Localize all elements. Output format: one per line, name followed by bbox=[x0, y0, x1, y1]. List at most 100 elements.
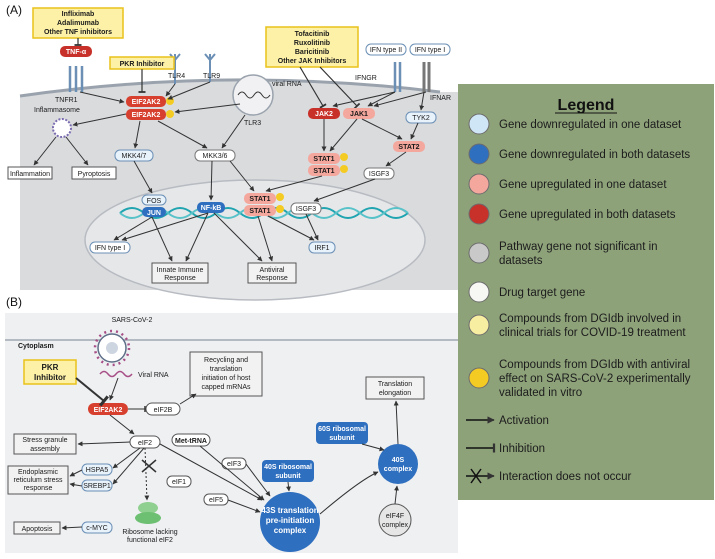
eif2-label: eIF2 bbox=[138, 440, 152, 447]
innate-response-node bbox=[151, 262, 209, 284]
legend-item-label: Gene downregulated in both datasets bbox=[499, 149, 690, 161]
jun-label: JUN bbox=[147, 210, 161, 217]
tlr9-receptor bbox=[204, 53, 216, 82]
legend-item-label: effect on SARS-CoV-2 experimentally bbox=[499, 373, 691, 385]
nfkb-label: NF-kB bbox=[201, 205, 222, 212]
mkk36-label: MKK3/6 bbox=[203, 153, 228, 160]
complex-43s-line-3: complex bbox=[274, 526, 307, 535]
s60-subunit-node bbox=[316, 422, 368, 444]
drug-other-jak: Other JAK Inhibitors bbox=[278, 58, 347, 65]
phospho-s2 bbox=[340, 165, 348, 173]
eif4f-node bbox=[378, 503, 412, 537]
legend-item: Drug target gene bbox=[468, 281, 585, 303]
jak1-label: JAK1 bbox=[350, 111, 368, 118]
ifn-type-ii-node bbox=[365, 43, 407, 56]
tyk2-label: TYK2 bbox=[412, 115, 430, 122]
apoptosis-node bbox=[13, 521, 61, 535]
recycling-line-3: initiation of host bbox=[202, 375, 251, 382]
ifn-type-i-label-top: IFN type I bbox=[415, 47, 445, 54]
legend-item-label: Drug target gene bbox=[499, 287, 585, 299]
recycling-line-1: Recycling and bbox=[204, 357, 248, 364]
eif1-node bbox=[166, 475, 192, 488]
jun-node bbox=[142, 207, 166, 217]
legend-item-label: Gene downregulated in one dataset bbox=[499, 119, 682, 131]
legend-item-label: Compounds from DGIdb with antiviral bbox=[499, 359, 690, 371]
tlr4-label: TLR4 bbox=[168, 73, 185, 80]
viral-rna-strand bbox=[237, 91, 271, 99]
legend-background bbox=[458, 84, 714, 500]
eif2ak2-node-b bbox=[88, 403, 128, 415]
s60-subunit-line-1: 60S ribosomal bbox=[318, 426, 366, 433]
met-trna-label: Met-tRNA bbox=[175, 438, 207, 445]
ifngr-label: IFNGR bbox=[355, 75, 377, 82]
eif1-label: eIF1 bbox=[172, 479, 186, 486]
eif3-label: eIF3 bbox=[227, 461, 241, 468]
tnf-drug-box bbox=[32, 7, 124, 39]
dark-blue-circle bbox=[468, 143, 490, 165]
legend-item: Compounds from DGIdb involved inclinical… bbox=[468, 313, 686, 339]
complex-43s-node bbox=[260, 492, 320, 552]
inflammasome-icon bbox=[52, 118, 72, 138]
met-trna-node bbox=[171, 433, 211, 447]
legend-item-label: Gene upregulated in one dataset bbox=[499, 179, 667, 191]
fos-label: FOS bbox=[147, 198, 162, 205]
ifn-type-i-node-bottom bbox=[89, 241, 131, 254]
endosome bbox=[232, 74, 274, 116]
drug-ruxolitinib: Ruxolitinib bbox=[294, 40, 330, 47]
tyk2-node bbox=[405, 111, 437, 124]
stat1-node-a bbox=[308, 153, 340, 164]
legend-item: Interaction does not occur bbox=[466, 468, 631, 484]
legend-title: Legend bbox=[558, 97, 615, 114]
antiviral-response-node bbox=[247, 262, 297, 284]
innate-response-line-2: Response bbox=[164, 275, 196, 282]
legend-item: Compounds from DGIdb with antiviral effec… bbox=[468, 359, 691, 399]
complex-40s-line-2: complex bbox=[384, 466, 413, 473]
legend-item-label: Compounds from DGIdb involved in bbox=[499, 313, 681, 325]
innate-response-line-1: Innate Immune bbox=[157, 267, 204, 274]
nfkb-node bbox=[197, 202, 225, 213]
white-circle bbox=[468, 281, 490, 303]
fos-node bbox=[141, 194, 167, 206]
sars-cov-2-label: SARS-CoV-2 bbox=[112, 317, 153, 324]
legend-item: Inhibition bbox=[466, 443, 545, 455]
eif5-label: eIF5 bbox=[209, 497, 223, 504]
er-stress-line-3: response bbox=[24, 485, 53, 492]
legend-item: Gene upregulated in one dataset bbox=[468, 173, 667, 195]
dark-red-circle bbox=[468, 203, 490, 225]
complex-40s-line-1: 40S bbox=[392, 457, 405, 464]
apoptosis-label: Apoptosis bbox=[22, 526, 53, 533]
tnfr1-receptor bbox=[68, 66, 84, 92]
viral-rna-label-a: viral RNA bbox=[272, 81, 302, 88]
stat1-node-b bbox=[308, 165, 340, 176]
tlr3-label: TLR3 bbox=[244, 120, 261, 127]
panel-b: (B) SARS-CoV-2 Cytoplasm Viral RNA PKR I… bbox=[5, 295, 458, 553]
srebp1-label: SREBP1 bbox=[83, 483, 111, 490]
drug-adalimumab: Adalimumab bbox=[57, 20, 99, 27]
s40-subunit-line-1: 40S ribosomal bbox=[264, 464, 312, 471]
yellow-circle bbox=[468, 367, 490, 389]
antiviral-response-line-2: Response bbox=[256, 275, 288, 282]
er-stress-line-1: Endoplasmic bbox=[18, 469, 59, 476]
drug-infliximab: Infliximab bbox=[62, 11, 95, 18]
er-stress-line-2: reticulum stress bbox=[13, 477, 63, 484]
drug-tofacitinib: Tofacitinib bbox=[295, 31, 330, 38]
eif4f-line-2: complex bbox=[382, 522, 409, 529]
eif3-node bbox=[221, 457, 247, 470]
antiviral-response-line-1: Antiviral bbox=[260, 267, 285, 274]
stress-granule-line-2: assembly bbox=[30, 446, 60, 453]
translation-elongation-line-1: Translation bbox=[378, 381, 412, 388]
stat1-label-d: STAT1 bbox=[249, 208, 270, 215]
tnf-alpha-node bbox=[60, 46, 92, 57]
legend-item-label: Interaction does not occur bbox=[499, 471, 631, 483]
s40-subunit-node bbox=[262, 460, 314, 482]
drug-other-tnf: Other TNF inhibitors bbox=[44, 29, 112, 36]
eif2b-label: eIF2B bbox=[154, 407, 173, 414]
complex-43s-line-2: pre-initiation bbox=[266, 516, 315, 525]
legend-item: Gene upregulated in both datasets bbox=[468, 203, 676, 225]
jak2-label: JAK2 bbox=[315, 111, 333, 118]
stat1-node-d bbox=[244, 205, 276, 216]
ifngr-receptor bbox=[393, 62, 402, 92]
legend: Legend Gene downregulated in one dataset… bbox=[458, 84, 714, 500]
